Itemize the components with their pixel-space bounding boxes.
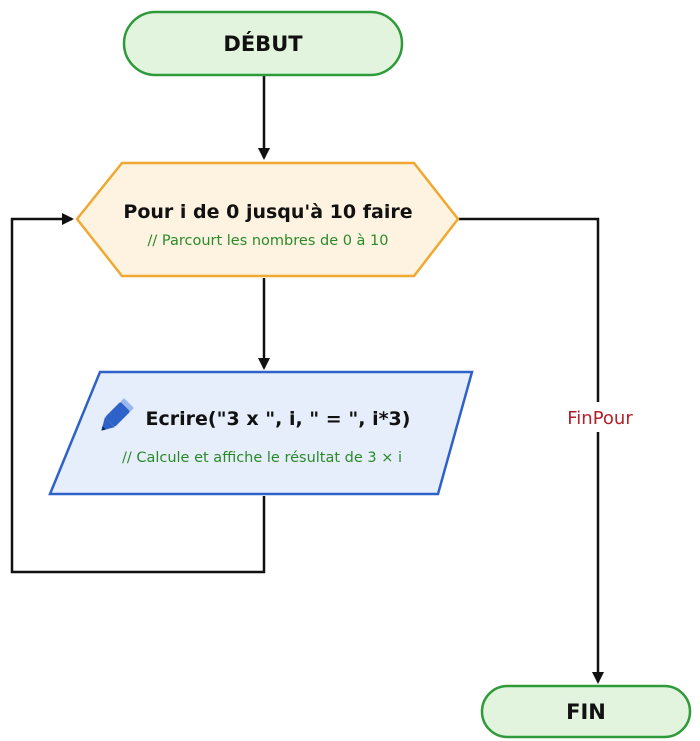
edge-output-back-to-loop xyxy=(10,213,266,574)
loop-node xyxy=(75,161,460,278)
loop-node-comment: // Parcourt les nombres de 0 à 10 xyxy=(147,233,388,249)
loop-node-label: Pour i de 0 jusqu'à 10 faire xyxy=(123,201,412,223)
start-node-label: DÉBUT xyxy=(223,31,303,56)
end-node-label: FIN xyxy=(566,700,606,724)
output-node xyxy=(48,370,474,496)
end-node xyxy=(480,684,692,739)
output-node-comment: // Calcule et affiche le résultat de 3 ×… xyxy=(122,450,402,466)
output-node-label: Ecrire("3 x ", i, " = ", i*3) xyxy=(146,408,411,430)
edge-loop-exit-to-end xyxy=(458,217,604,684)
edge-label-finpour: FinPour xyxy=(567,408,633,429)
start-node xyxy=(122,10,404,77)
edge-label-background xyxy=(560,402,640,432)
pencil-icon xyxy=(101,398,134,431)
